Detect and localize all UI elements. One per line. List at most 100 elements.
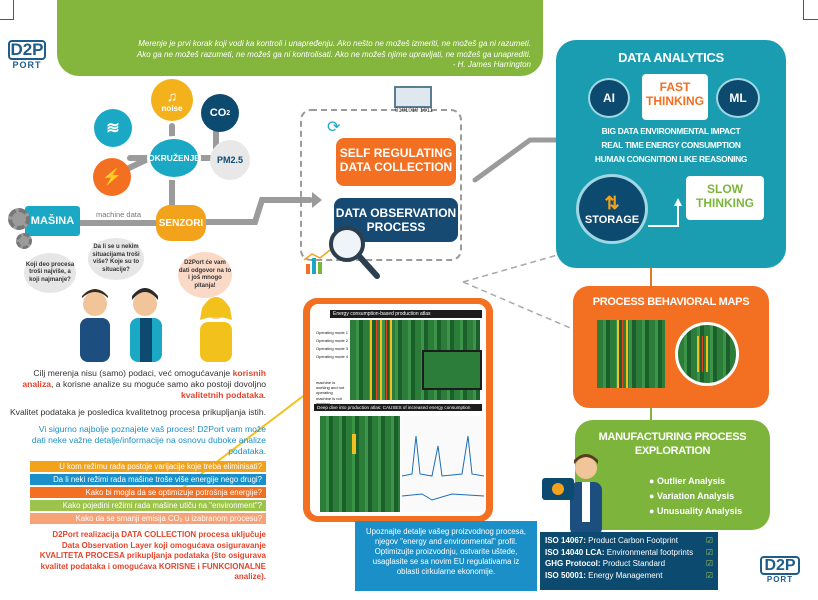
check-icon: ☑ <box>705 536 713 545</box>
check-icon: ☑ <box>705 547 713 557</box>
check-icon: ☑ <box>705 570 713 580</box>
iso-name-1: Product Carbon Footprint <box>585 536 678 545</box>
self-regulating-box: SELF REGULATING DATA COLLECTION <box>336 138 456 186</box>
bubble-3-text: D2Port će vam dati odgovor na to i još m… <box>178 260 232 289</box>
ai-brain-icon: AI <box>588 78 630 118</box>
woman-illustration <box>200 297 232 362</box>
co2-subscript: 2 <box>226 109 231 117</box>
binary-text: 0101010 1011 <box>395 108 433 114</box>
electricity-sensor-icon: ⚡ <box>93 158 131 196</box>
know-process-paragraph: Vi sigurno najbolje poznajete vaš proces… <box>31 424 266 456</box>
analyst-illustration <box>542 454 602 536</box>
question-1: U kom režimu rada postoje varijacije koj… <box>30 461 266 472</box>
iso-item-2: ISO 14040 LCA: Environmental footprints ☑ <box>545 547 713 559</box>
goal-paragraph: Cilj merenja nisu (samo) podaci, već omo… <box>6 368 266 401</box>
fast-thinking-box: FAST THINKING <box>642 74 708 120</box>
question-3: Kako bi mogla da se optimizuje potrošnja… <box>30 487 266 498</box>
atlas-label-2: Operating mode 2 <box>316 338 349 343</box>
question-bubble-2: Da li se u nekim situacijama troši više?… <box>88 238 144 280</box>
question-5: Kako da se smanji emisija CO₂ u izabrano… <box>30 513 266 524</box>
iso-code-3: GHG Protocol: <box>545 559 601 568</box>
answer-bubble: D2Port će vam dati odgovor na to i još m… <box>178 252 232 298</box>
goal-text-a: Cilj merenja nisu (samo) podaci, već omo… <box>33 368 233 378</box>
map-square-stripes <box>617 320 635 388</box>
check-icon: ☑ <box>705 559 713 568</box>
atlas-yellow-mark <box>352 434 356 454</box>
exploration-item-2: ● Variation Analysis <box>649 491 735 501</box>
meet-process-text: Upoznajte detalje vašeg proizvodnog proc… <box>366 527 526 576</box>
logo-word-bottom: PORT <box>766 575 794 584</box>
data-analytics-panel: DATA ANALYTICS AI FAST THINKING ML BIG D… <box>556 40 786 268</box>
refresh-icon: ⟳ <box>327 119 341 136</box>
gear-icon <box>8 208 30 230</box>
map-circle-marks <box>697 336 715 372</box>
question-2: Da li neki režimi rada mašine troše više… <box>30 474 266 485</box>
atlas-zoom-box <box>422 350 482 390</box>
noise-symbol: ♫ <box>166 87 178 104</box>
quote-line-2: Ako ga ne možeš razumeti, ne možeš ga ni… <box>136 49 531 59</box>
wind-sensor-icon: ≋ <box>94 109 132 147</box>
observation-label: DATA OBSERVATION PROCESS <box>335 206 457 234</box>
exploration-item-1-label: Outlier Analysis <box>656 476 726 486</box>
noise-label: noise <box>161 103 183 113</box>
environment-hub: OKRUŽENJE <box>147 136 201 180</box>
sensors-label: SENZORI <box>158 217 204 229</box>
bubble-2-text: Da li se u nekim situacijama troši više?… <box>92 244 140 273</box>
atlas-label-1: Operating mode 1 <box>316 330 349 335</box>
quote-author: - H. James Harrington <box>452 60 531 69</box>
atlas-line-chart <box>402 416 484 512</box>
machine-data-label: machine data <box>96 210 142 219</box>
pm25-label: PM2.5 <box>216 155 243 165</box>
exploration-title: MANUFACTURING PROCESS EXPLORATION <box>598 431 747 457</box>
iso-item-4: ISO 50001: Energy Management☑ <box>545 570 713 582</box>
storage-arrows-icon: ⇅ <box>604 192 620 213</box>
logo-mark: D2P <box>8 40 46 60</box>
realization-paragraph: D2Port realizacija DATA COLLECTION proce… <box>39 530 266 581</box>
storage-icon: ⇅ STORAGE <box>576 174 648 244</box>
maps-title: PROCESS BEHAVIORAL MAPS <box>592 296 750 308</box>
ml-brain-icon: ML <box>716 78 760 118</box>
exploration-item-2-label: Variation Analysis <box>656 491 735 501</box>
storage-label: STORAGE <box>584 213 640 226</box>
data-collection-icon: 0101010 1011 <box>384 86 444 124</box>
question-list: U kom režimu rada postoje varijacije koj… <box>30 461 266 524</box>
exploration-panel: MANUFACTURING PROCESS EXPLORATION ● Outl… <box>575 420 770 530</box>
bubble-1-text: Koji deo procesa troši najviše, a koji n… <box>25 261 75 283</box>
environment-label: OKRUŽENJE <box>148 153 200 163</box>
atlas-bottom-title: Deep dive into production atlas: CAUSES … <box>314 404 482 411</box>
goal-highlight-2: kvalitetnih podataka <box>180 390 264 400</box>
iso-item-1: ISO 14067: Product Carbon Footprint ☑ <box>545 535 713 547</box>
noise-sensor-icon: ♫ noise <box>151 79 193 121</box>
exploration-item-3-label: Unusuality Analysis <box>656 506 743 516</box>
atlas-stripes <box>370 320 394 400</box>
atlas-bottom-heatmap <box>320 416 400 512</box>
d2port-logo-bottom: D2P PORT <box>760 556 800 584</box>
atlas-label-6: machine is not working <box>316 396 342 406</box>
atlas-label-4: Operating mode 4 <box>316 354 349 359</box>
analytics-line-3: HUMAN CONGNITION LIKE REASONING <box>594 154 748 164</box>
analytics-title: DATA ANALYTICS <box>618 50 724 65</box>
analytics-flow-arrows <box>648 198 682 227</box>
iso-code-2: ISO 14040 LCA: <box>545 547 605 557</box>
iso-name-2: Environmental footprints <box>604 547 694 557</box>
pm25-sensor-icon: PM2.5 <box>210 140 250 180</box>
iso-code-1: ISO 14067: <box>545 536 586 545</box>
workers-illustration <box>80 288 162 362</box>
atlas-inner: Energy consumption-based production atla… <box>310 304 486 516</box>
logo-mark-bottom: D2P <box>760 556 800 575</box>
iso-code-4: ISO 50001: <box>545 570 586 580</box>
mini-chart-icon <box>303 249 331 274</box>
co2-label: CO <box>209 107 227 119</box>
atlas-top-title: Energy consumption-based production atla… <box>330 310 482 318</box>
self-regulating-label: SELF REGULATING DATA COLLECTION <box>339 146 453 174</box>
goal-text-c: , a korisne analize su moguće samo ako p… <box>51 379 266 389</box>
corner-frame-left <box>0 0 14 20</box>
goal-text-e: . <box>263 390 266 400</box>
fast-thinking-label: FAST THINKING <box>646 80 704 108</box>
ml-label: ML <box>729 91 747 105</box>
exploration-item-3: ● Unusuality Analysis <box>649 506 743 516</box>
goal-highlight-1: korisnih analiza <box>22 368 266 389</box>
iso-standards-box: ISO 14067: Product Carbon Footprint ☑ ISO… <box>540 532 718 590</box>
logo-word: PORT <box>12 60 42 70</box>
